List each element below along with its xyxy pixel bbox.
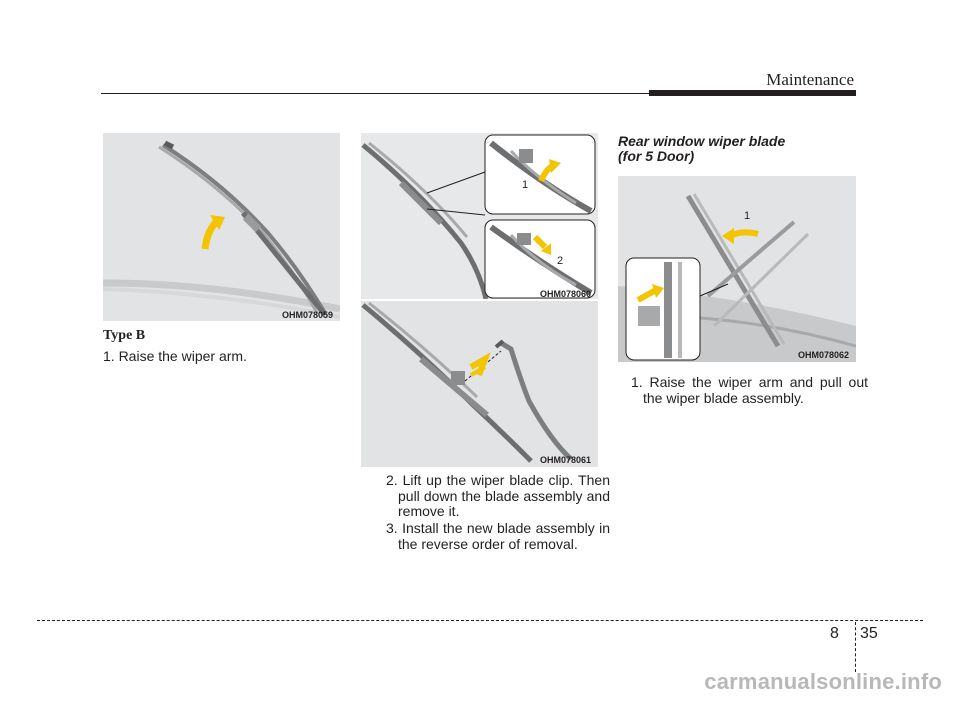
type-b-heading: Type B [103,328,146,343]
figure-raise-wiper-arm: OHM078059 [103,133,340,321]
callout-1: 1 [744,210,751,222]
section-title: Maintenance [766,70,854,89]
step-3-text: 3. Install the new blade assembly in the… [386,520,610,552]
watermark: carmanualsonline.info [704,669,942,694]
rear-wiper-heading: Rear window wiper blade (for 5 Door) [618,134,785,164]
figure-code: OHM078060 [540,289,592,299]
callout-1: 1 [522,179,529,191]
figure-code: OHM078059 [282,310,334,320]
step-2-text: 2. Lift up the wiper blade clip. Then pu… [386,472,610,519]
figure-remove-blade: OHM078061 [361,301,598,467]
figure-rear-wiper: 1 OHM078062 [618,176,856,362]
header-bar [649,90,856,96]
figure-lift-clip: 1 2 OHM078060 [361,133,598,299]
page-number: 35 [860,625,878,642]
figure-code: OHM078061 [540,455,592,465]
rear-wiper-heading-line1: Rear window wiper blade [618,133,786,149]
rear-step-1-text: 1. Raise the wiper arm and pull out the … [631,374,868,406]
footer-vertical-dashed-line [855,622,856,672]
rear-wiper-heading-line2: (for 5 Door) [618,148,695,164]
figure-code: OHM078062 [798,350,850,360]
callout-2: 2 [557,255,564,267]
footer-dashed-line [37,620,923,621]
step-1-text: 1. Raise the wiper arm. [103,348,247,364]
chapter-number: 8 [830,625,839,642]
header-rule [101,93,649,94]
